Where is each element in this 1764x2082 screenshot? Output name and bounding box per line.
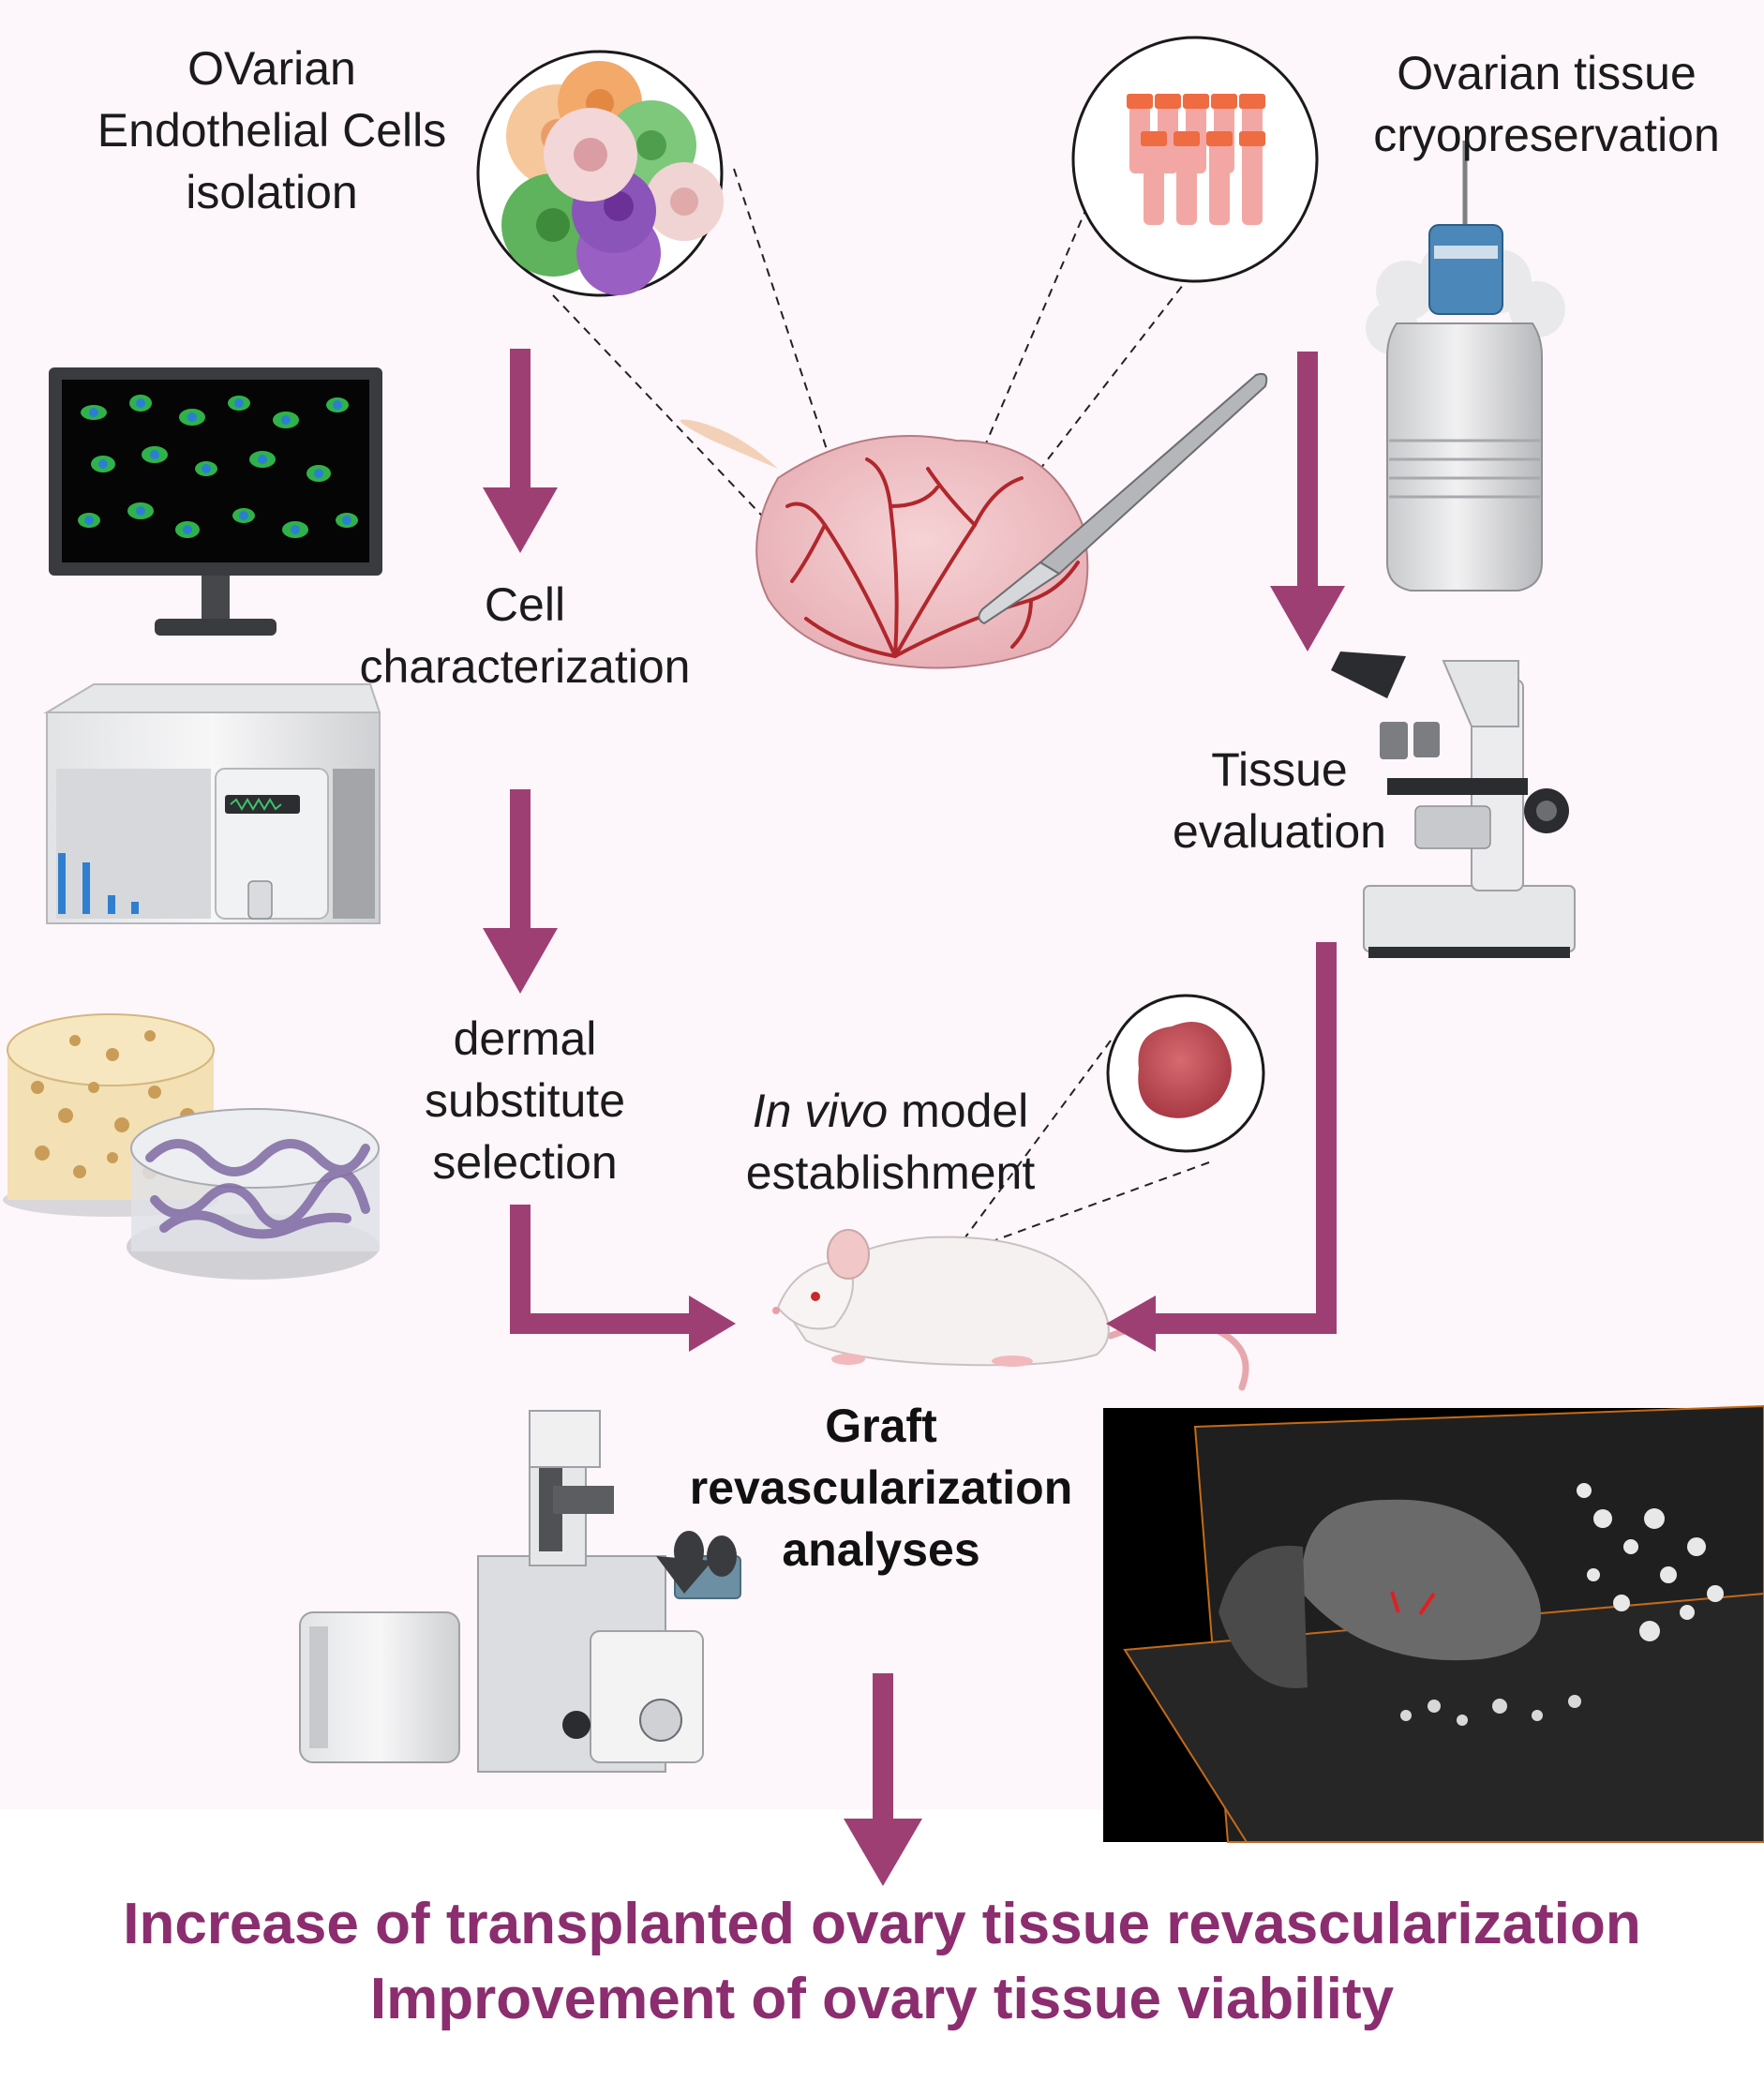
label-cryopreservation: Ovarian tissue cryopreservation	[1373, 47, 1720, 161]
arrow-dermal-to-model	[510, 1205, 736, 1352]
in-vivo-italic: In vivo	[752, 1085, 889, 1137]
outcome-viability: Improvement of ovary tissue viability	[369, 1967, 1395, 2031]
arrow-cryo-to-evaluation	[1270, 352, 1345, 652]
cryovials-icon	[1071, 36, 1319, 283]
fluorescence-monitor-icon	[49, 367, 382, 636]
scaffold-hydrogel-icon	[127, 1108, 380, 1280]
label-cell-characterization: Cell characterization	[359, 578, 691, 693]
arrow-analyses-to-outcome	[844, 1673, 922, 1886]
brightfield-microscope-icon	[1331, 652, 1576, 958]
scalpel-icon	[978, 372, 1268, 625]
ovary-icon	[680, 419, 1089, 669]
tissue-graft-icon	[1106, 994, 1265, 1153]
label-dermal-substitute: dermal substitute selection	[424, 1012, 625, 1189]
arrow-isolation-to-characterization	[483, 349, 558, 553]
arrow-evaluation-to-model	[1106, 942, 1337, 1352]
process-arrows	[483, 349, 1345, 1886]
cryo-dewar-icon	[1366, 141, 1565, 592]
outcome-revascularization: Increase of transplanted ovary tissue re…	[123, 1892, 1641, 1956]
confocal-microscope-icon	[299, 1410, 741, 1773]
ct-scan-image	[1103, 1404, 1764, 1843]
label-ovec-isolation: OVarian Endothelial Cells isolation	[97, 42, 447, 218]
label-tissue-evaluation: Tissue evaluation	[1173, 743, 1386, 858]
cell-cluster-icon	[476, 50, 724, 297]
arrow-characterization-to-dermal	[483, 789, 558, 994]
flow-cytometer-icon	[43, 683, 381, 924]
label-in-vivo-model: In vivo model establishment	[745, 1085, 1036, 1199]
label-graft-analyses: Graft revascularization analyses	[689, 1400, 1073, 1576]
mouse-icon	[772, 1229, 1249, 1391]
